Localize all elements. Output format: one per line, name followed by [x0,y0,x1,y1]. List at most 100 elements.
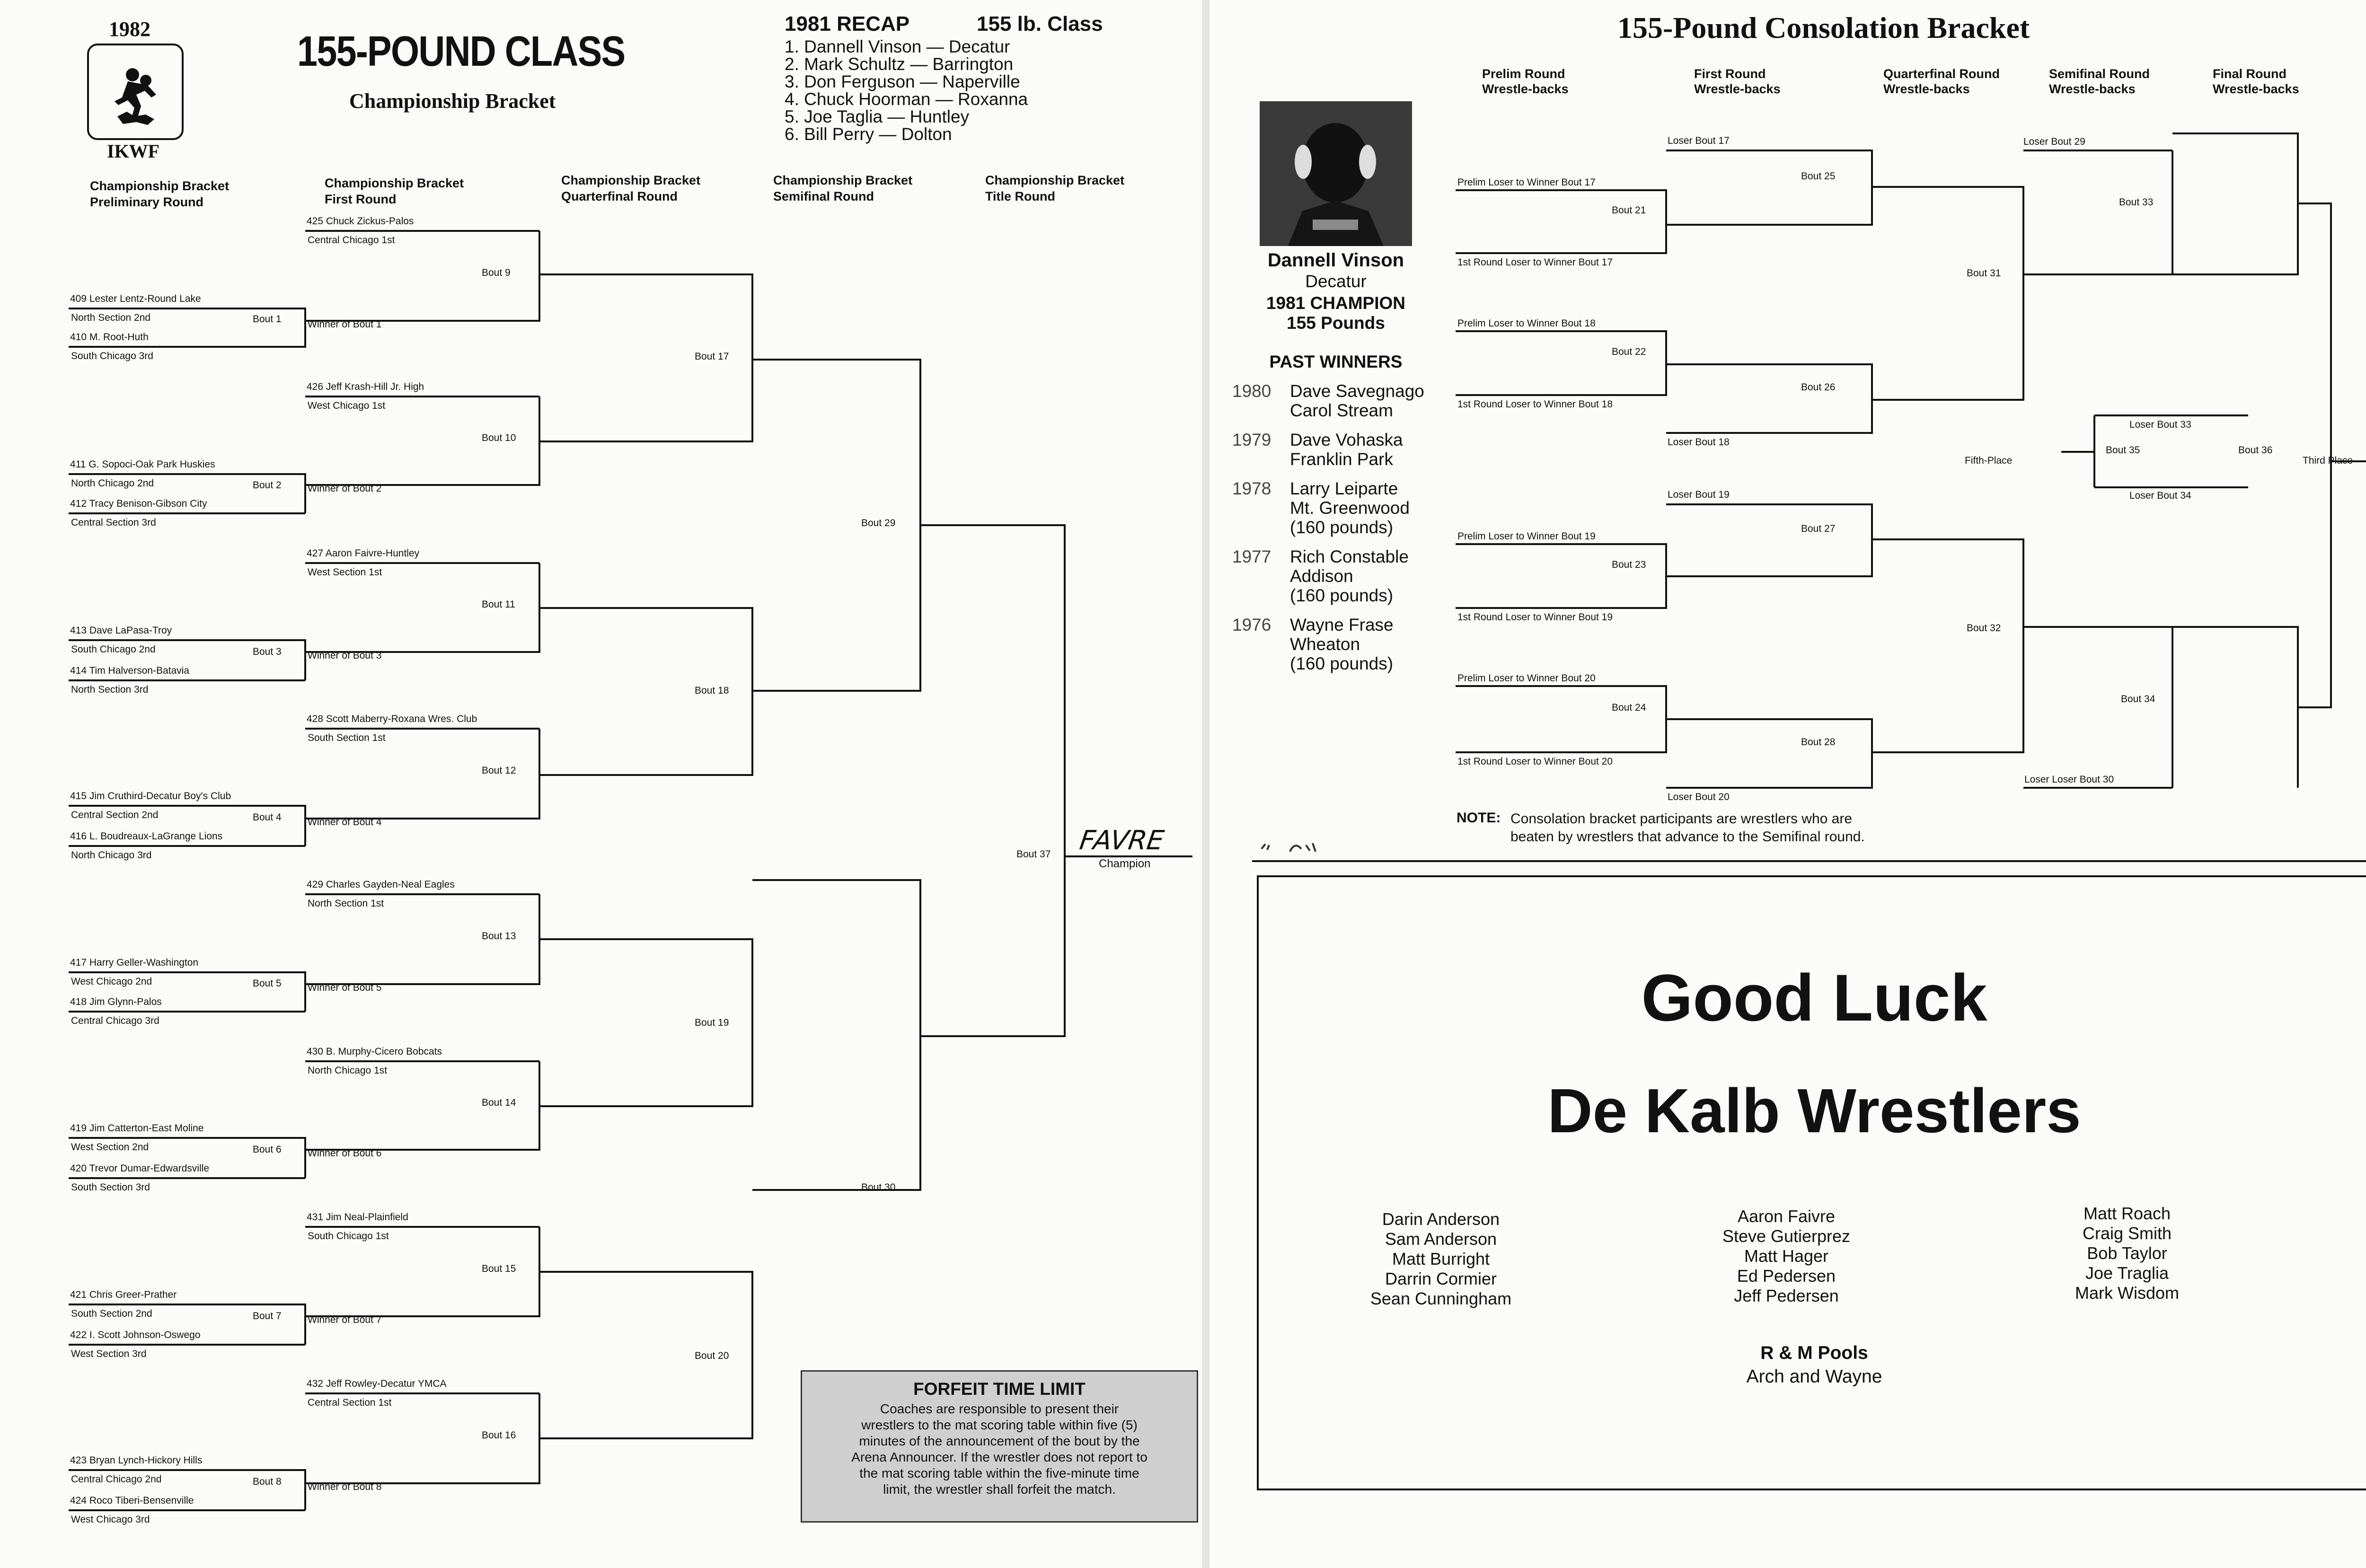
champion-school: Decatur [1305,272,1367,291]
cons-round-header: Final Round [2213,67,2287,81]
forfeit-line: the mat scoring table within the five-mi… [859,1466,1139,1480]
cons-entry: Prelim Loser to Winner Bout 18 [1457,318,1596,329]
cons-bout-label: Bout 34 [2121,694,2155,705]
cons-bout-label: Bout 36 [2238,445,2273,456]
wrestler-entry: 422 I. Scott Johnson-Oswego [70,1330,201,1340]
cons-round-header-sub: Wrestle-backs [1694,82,1781,96]
year-label: 1982 [109,18,150,41]
past-winners-title: PAST WINNERS [1269,352,1403,371]
past-winner-year: 1979 [1232,430,1271,449]
cons-loser-label: Loser Bout 34 [2129,490,2191,501]
section-label: North Section 2nd [71,312,151,323]
past-winner-line: Addison [1290,566,1353,586]
ad-name: Sam Anderson [1385,1229,1497,1249]
recap-class: 155 lb. Class [977,12,1103,35]
bout-label: Bout 4 [253,811,282,823]
bout-19-label: Bout 19 [695,1017,729,1028]
cons-entry: 1st Round Loser to Winner Bout 17 [1457,257,1613,268]
ad-name: Matt Roach [2083,1204,2171,1223]
cons-bout-label: Bout 31 [1967,268,2001,279]
past-winner-year: 1976 [1232,615,1271,634]
consolation-bracket-lines [1456,132,2366,789]
cons-loser-label: Loser Bout 33 [2129,419,2191,430]
round-header-sub: Title Round [985,189,1055,203]
bout-label: Bout 8 [253,1476,282,1487]
section-label: Central Section 1st [308,1397,392,1408]
section-label: Central Section 3rd [71,517,156,528]
recap-item: 2. Mark Schultz — Barrington [785,54,1014,74]
cons-round-header-sub: Wrestle-backs [1482,82,1569,96]
section-label: South Chicago 1st [308,1231,389,1242]
ad-name: Sean Cunningham [1370,1289,1512,1308]
winner-label: Winner of Bout 5 [308,982,382,993]
cons-loser-label: Loser Bout 18 [1668,437,1730,448]
champion-year-title: 1981 CHAMPION [1266,293,1406,313]
cons-bout-label: Bout 21 [1612,204,1646,216]
bout-29-label: Bout 29 [861,518,896,529]
ad-name: Aaron Faivre [1737,1207,1836,1226]
cons-round-header: Semifinal Round [2049,67,2150,81]
bout-30-label: Bout 30 [861,1182,896,1193]
ikwf-logo [87,44,184,140]
cons-bout-label: Bout 22 [1612,346,1646,357]
bout-label: Bout 2 [253,479,282,491]
section-label: North Chicago 1st [308,1065,388,1076]
section-label: North Section 1st [308,898,384,909]
cons-bout-label: Bout 25 [1801,170,1836,182]
cons-round-header: First Round [1694,67,1766,81]
ad-subheadline: De Kalb Wrestlers [1547,1076,2081,1145]
forfeit-line: limit, the wrestler shall forfeit the ma… [883,1482,1116,1497]
round-header: Championship Bracket [773,173,913,187]
cons-entry: 1st Round Loser to Winner Bout 20 [1457,756,1613,767]
cons-loser-label: Loser Bout 17 [1668,135,1730,146]
org-label: IKWF [107,141,160,162]
bout-label: Bout 3 [253,646,282,657]
section-label: West Chicago 3rd [71,1514,150,1525]
section-label: Central Chicago 1st [308,235,395,246]
wrestler-entry: 426 Jeff Krash-Hill Jr. High [307,381,424,392]
winner-label: Winner of Bout 2 [308,483,382,494]
bout-label: Bout 14 [482,1097,516,1108]
round-header: Championship Bracket [985,173,1125,187]
section-label: West Chicago 1st [308,400,386,411]
past-winner-line: Rich Constable [1290,547,1409,566]
consolation-title: 155-Pound Consolation Bracket [1617,11,2030,44]
cons-round-header-sub: Wrestle-backs [2049,82,2136,96]
winner-label: Winner of Bout 7 [308,1314,382,1325]
scribble-mark [1257,837,1351,860]
wrestler-entry: 412 Tracy Benison-Gibson City [70,498,207,509]
ad-name: Matt Hager [1744,1246,1829,1266]
recap-title: 1981 RECAP [785,12,910,35]
winner-label: Winner of Bout 6 [308,1148,382,1159]
round-header-sub: Semifinal Round [773,189,874,203]
champion-weight: 155 Pounds [1287,313,1385,333]
wrestler-entry: 418 Jim Glynn-Palos [70,996,162,1007]
forfeit-notice: FORFEIT TIME LIMIT Coaches are responsib… [801,1370,1198,1523]
wrestler-entry: 430 B. Murphy-Cicero Bobcats [307,1046,442,1057]
cons-round-header-sub: Wrestle-backs [2213,82,2299,96]
past-winner-year: 1977 [1232,547,1271,566]
bout-label: Bout 12 [482,765,516,776]
divider-line [1252,860,2366,862]
past-winner-line: Mt. Greenwood [1290,498,1410,518]
cons-bout-label: Bout 24 [1612,702,1646,713]
past-winner-line: Wheaton [1290,634,1360,654]
section-label: West Section 3rd [71,1348,147,1359]
forfeit-text: Coaches are responsible to present their… [802,1401,1197,1498]
cons-entry: Prelim Loser to Winner Bout 17 [1457,177,1596,188]
wrestler-entry: 411 G. Sopoci-Oak Park Huskies [70,459,215,470]
ad-name: Jeff Pedersen [1734,1286,1839,1305]
wrestler-entry: 416 L. Boudreaux-LaGrange Lions [70,831,223,842]
section-label: West Chicago 2nd [71,976,152,987]
section-label: West Section 2nd [71,1142,149,1153]
bout-37-label: Bout 37 [1016,849,1051,860]
wrestler-entry: 417 Harry Geller-Washington [70,957,199,968]
section-label: Central Chicago 3rd [71,1015,159,1026]
forfeit-line: minutes of the announcement of the bout … [859,1434,1140,1448]
champion-handwritten-name: FAVRE [1077,825,1166,856]
cons-bout-label: Bout 27 [1801,523,1836,534]
cons-round-header: Prelim Round [1482,67,1565,81]
wrestler-entry: 413 Dave LaPasa-Troy [70,625,172,636]
cons-bout-label: Bout 33 [2119,197,2154,208]
